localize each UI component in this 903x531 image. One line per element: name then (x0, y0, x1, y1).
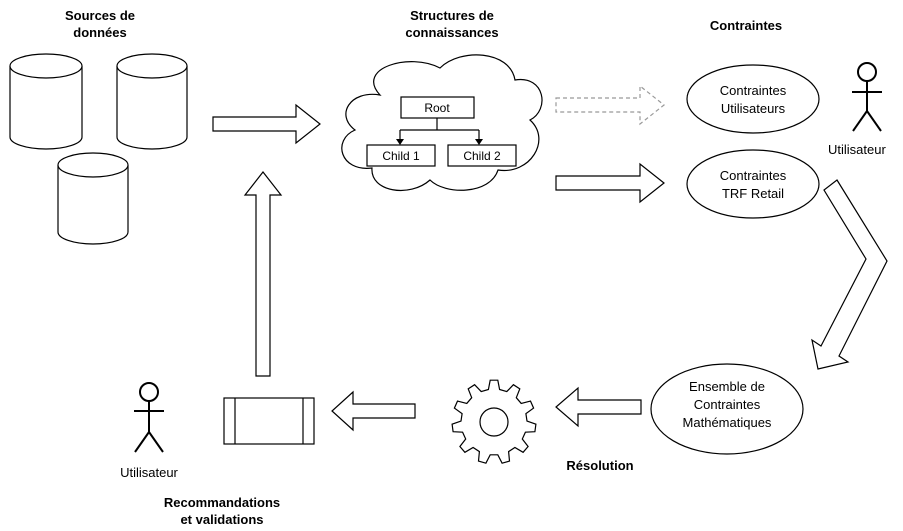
tree-arrowhead (475, 139, 483, 145)
contraintes-trf-retail-node (686, 149, 820, 219)
ensemble-contraintes-node (650, 363, 804, 455)
arrow-icon (555, 162, 665, 204)
database-icon (57, 152, 129, 245)
tree-child2-node (447, 144, 517, 167)
arrow-icon (811, 179, 888, 370)
contraintes-utilisateurs-node (686, 64, 820, 134)
arrow-icon (212, 103, 321, 145)
recommandations-title-line2: et validations (180, 512, 263, 527)
structures-title-line2: connaissances (405, 25, 498, 40)
dashed-arrow-icon (555, 84, 665, 126)
process-icon (223, 397, 315, 445)
tree-child2-label: Child 2 (463, 149, 501, 163)
tree-child1-node (366, 144, 436, 167)
actor-icon (134, 382, 164, 453)
ensemble-contraintes-line2: Contraintes (694, 397, 761, 412)
database-icon (9, 53, 83, 150)
ensemble-contraintes-line1: Ensemble de (689, 379, 765, 394)
arrow-icon (243, 171, 283, 377)
tree-child1-label: Child 1 (382, 149, 420, 163)
arrow-icon (555, 386, 642, 428)
tree-root-label: Root (424, 101, 450, 115)
contraintes-utilisateurs-line1: Contraintes (720, 83, 787, 98)
tree-connector (399, 118, 480, 141)
recommandations-title-line1: Recommandations (164, 495, 280, 510)
sources-title-line2: données (73, 25, 126, 40)
contraintes-trf-retail-line1: Contraintes (720, 168, 787, 183)
gear-icon (451, 379, 537, 464)
contraintes-utilisateurs-line2: Utilisateurs (721, 101, 786, 116)
resolution-title: Résolution (566, 458, 633, 473)
arrow-icon (331, 390, 416, 432)
structures-title-line1: Structures de (410, 8, 494, 23)
actor-left-label: Utilisateur (120, 465, 178, 480)
database-icon (116, 53, 188, 150)
contraintes-trf-retail-line2: TRF Retail (722, 186, 784, 201)
contraintes-title: Contraintes (710, 18, 782, 33)
tree-arrowhead (396, 139, 404, 145)
sources-title-line1: Sources de (65, 8, 135, 23)
actor-right-label: Utilisateur (828, 142, 886, 157)
ensemble-contraintes-line3: Mathématiques (683, 415, 772, 430)
actor-icon (852, 62, 882, 132)
cloud-shape (341, 54, 543, 192)
